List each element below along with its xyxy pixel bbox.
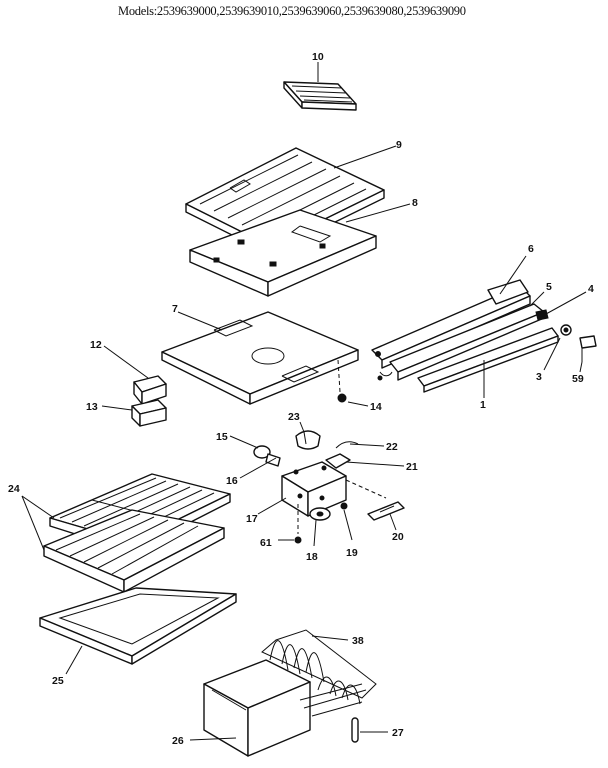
callout-8: 8 (412, 197, 418, 209)
callout-26: 26 (172, 735, 184, 747)
part-10-vent-grille[interactable] (283, 81, 357, 111)
callout-5: 5 (546, 281, 552, 293)
part-27-pin[interactable] (351, 717, 359, 743)
callout-38: 38 (352, 635, 364, 647)
part-59-screw[interactable] (579, 335, 597, 362)
part-18-diffuser[interactable] (309, 507, 331, 521)
part-22-switch[interactable] (325, 441, 359, 469)
callout-1: 1 (480, 399, 486, 411)
callout-59: 59 (572, 373, 584, 385)
part-19-screw[interactable] (340, 502, 348, 510)
part-8-panel[interactable] (189, 209, 377, 297)
callout-16: 16 (226, 475, 238, 487)
callout-27: 27 (392, 727, 404, 739)
part-24-shelf-lower[interactable] (43, 509, 225, 593)
part-26-crisper-drawer[interactable] (203, 659, 311, 757)
callout-15: 15 (216, 431, 228, 443)
callout-22: 22 (386, 441, 398, 453)
part-12-bracket[interactable] (133, 375, 167, 405)
part-20-bracket[interactable] (367, 501, 405, 521)
callout-9: 9 (396, 139, 402, 151)
part-25-crisper-cover[interactable] (39, 587, 237, 665)
callout-20: 20 (392, 531, 404, 543)
callout-18: 18 (306, 551, 318, 563)
callout-4: 4 (588, 283, 594, 295)
part-7-cover[interactable] (161, 311, 359, 405)
part-23-knob[interactable] (295, 430, 321, 450)
callout-6: 6 (528, 243, 534, 255)
callout-14: 14 (370, 401, 382, 413)
models-header: Models:2539639000,2539639010,2539639060,… (118, 4, 466, 18)
part-61-screw[interactable] (294, 536, 302, 544)
part-13-bracket[interactable] (131, 399, 167, 427)
callout-10: 10 (312, 51, 324, 63)
callout-7: 7 (172, 303, 178, 315)
part-4-clip[interactable] (535, 309, 549, 321)
callout-13: 13 (86, 401, 98, 413)
callout-12: 12 (90, 339, 102, 351)
part-38-wire-basket[interactable] (261, 629, 377, 717)
callout-21: 21 (406, 461, 418, 473)
callout-24: 24 (8, 483, 20, 495)
callout-3: 3 (536, 371, 542, 383)
part-17-housing[interactable] (281, 461, 347, 517)
callout-61: 61 (260, 537, 272, 549)
callout-25: 25 (52, 675, 64, 687)
callout-23: 23 (288, 411, 300, 423)
callout-17: 17 (246, 513, 258, 525)
callout-19: 19 (346, 547, 358, 559)
part-14-screw[interactable] (337, 393, 347, 403)
part-3-nut[interactable] (560, 324, 572, 336)
